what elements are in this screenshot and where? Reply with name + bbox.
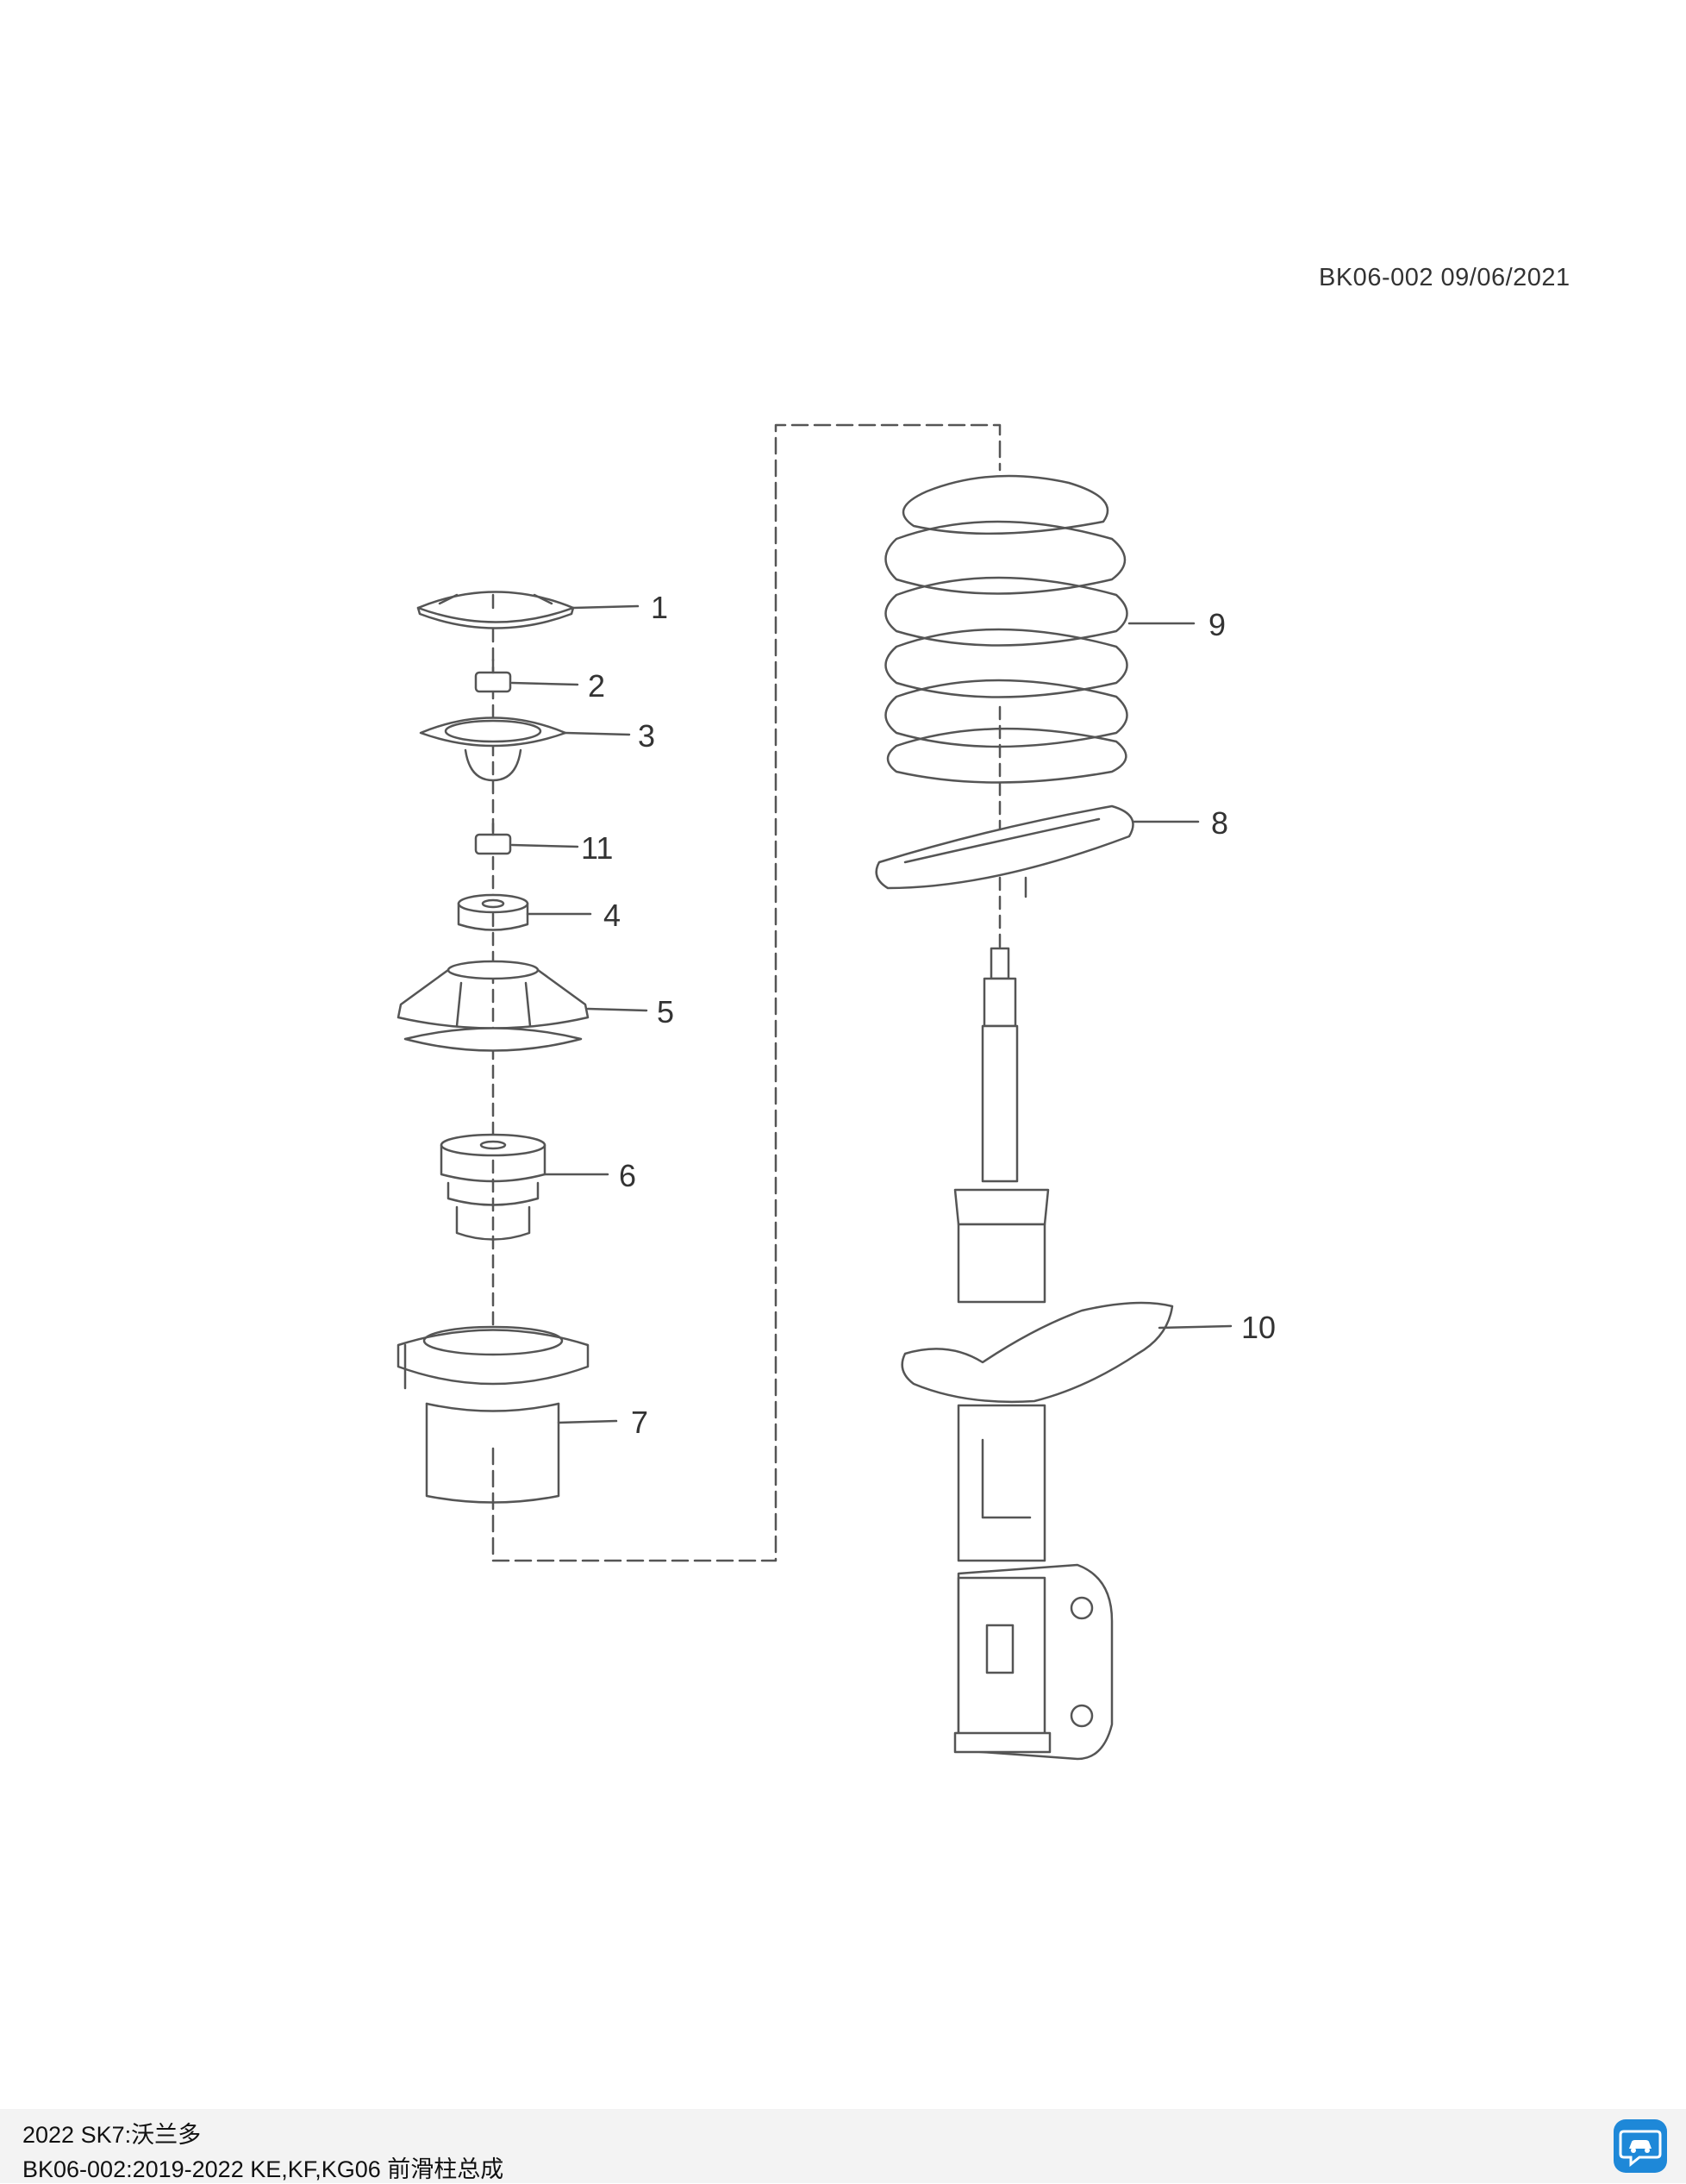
callout-1: 1 <box>651 590 668 625</box>
part-5-dust-cover <box>397 960 590 1052</box>
assembly-dashed-line <box>491 423 1002 1562</box>
assembly-description: BK06-002:2019-2022 KE,KF,KG06 前滑柱总成 <box>22 2156 504 2182</box>
callout-7: 7 <box>631 1405 648 1440</box>
strut-assembly-diagram: 1 2 3 11 4 5 6 7 9 8 10 <box>397 423 1276 1761</box>
caption-bar: 2022 SK7:沃兰多 BK06-002:2019-2022 KE,KF,KG… <box>0 2109 1686 2183</box>
callout-5: 5 <box>657 994 674 1029</box>
part-1-top-cap <box>416 591 575 629</box>
callout-10: 10 <box>1241 1310 1276 1345</box>
part-9-coil-spring <box>884 474 1128 784</box>
vehicle-model: 2022 SK7:沃兰多 <box>22 2122 202 2148</box>
callout-6: 6 <box>619 1158 636 1193</box>
part-11-nut <box>474 822 512 855</box>
part-6-bump-stop <box>440 1133 546 1241</box>
callout-4: 4 <box>603 898 621 933</box>
part-7-spring-seat <box>397 1325 590 1504</box>
callout-8: 8 <box>1211 805 1228 841</box>
part-3-mount <box>419 717 567 782</box>
callout-9: 9 <box>1208 607 1226 642</box>
callout-2: 2 <box>588 668 605 704</box>
app-logo-icon[interactable] <box>1614 2119 1667 2173</box>
callout-3: 3 <box>638 718 655 754</box>
part-10-strut <box>901 947 1174 1761</box>
part-2-nut <box>474 658 512 693</box>
diagram-reference: BK06-002 09/06/2021 <box>1319 264 1570 291</box>
part-4-bushing <box>457 893 529 931</box>
part-8-insulator <box>875 804 1134 898</box>
car-chat-icon <box>1619 2130 1662 2168</box>
callout-11: 11 <box>581 830 613 866</box>
